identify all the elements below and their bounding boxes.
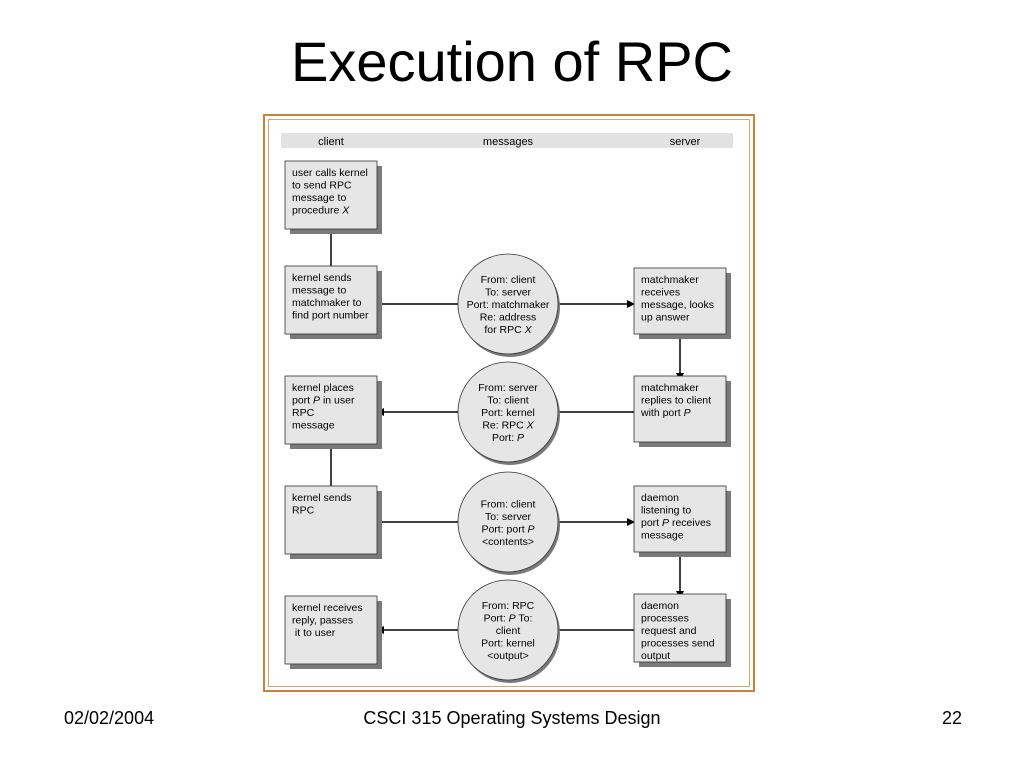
message-circle-body	[457, 361, 559, 463]
column-header-bar: client messages server	[281, 133, 733, 148]
client-box-3-body	[284, 375, 378, 445]
message-circle-body	[457, 579, 559, 681]
footer-course: CSCI 315 Operating Systems Design	[363, 708, 661, 728]
footer-date: 02/02/2004	[64, 708, 155, 728]
client-box-5-body	[284, 595, 378, 665]
server-box-3-body	[633, 485, 727, 553]
message-circle-body	[457, 471, 559, 573]
message-circle-body	[457, 253, 559, 355]
server-box-2-body	[633, 375, 727, 443]
column-header-client: client	[318, 136, 344, 148]
column-header-server: server	[670, 136, 701, 148]
client-box-2-body	[284, 265, 378, 335]
server-box-4-body	[633, 593, 727, 663]
header-bar-background	[281, 133, 733, 148]
figure-inner-border	[268, 119, 750, 687]
column-header-messages: messages	[483, 136, 534, 148]
slide-title: Execution of RPC	[291, 30, 733, 93]
client-box-4-body	[284, 485, 378, 555]
footer-page-number: 22	[941, 708, 962, 728]
connectors	[330, 229, 684, 634]
server-box-1-body	[633, 267, 727, 335]
client-box-1-body	[284, 160, 378, 230]
